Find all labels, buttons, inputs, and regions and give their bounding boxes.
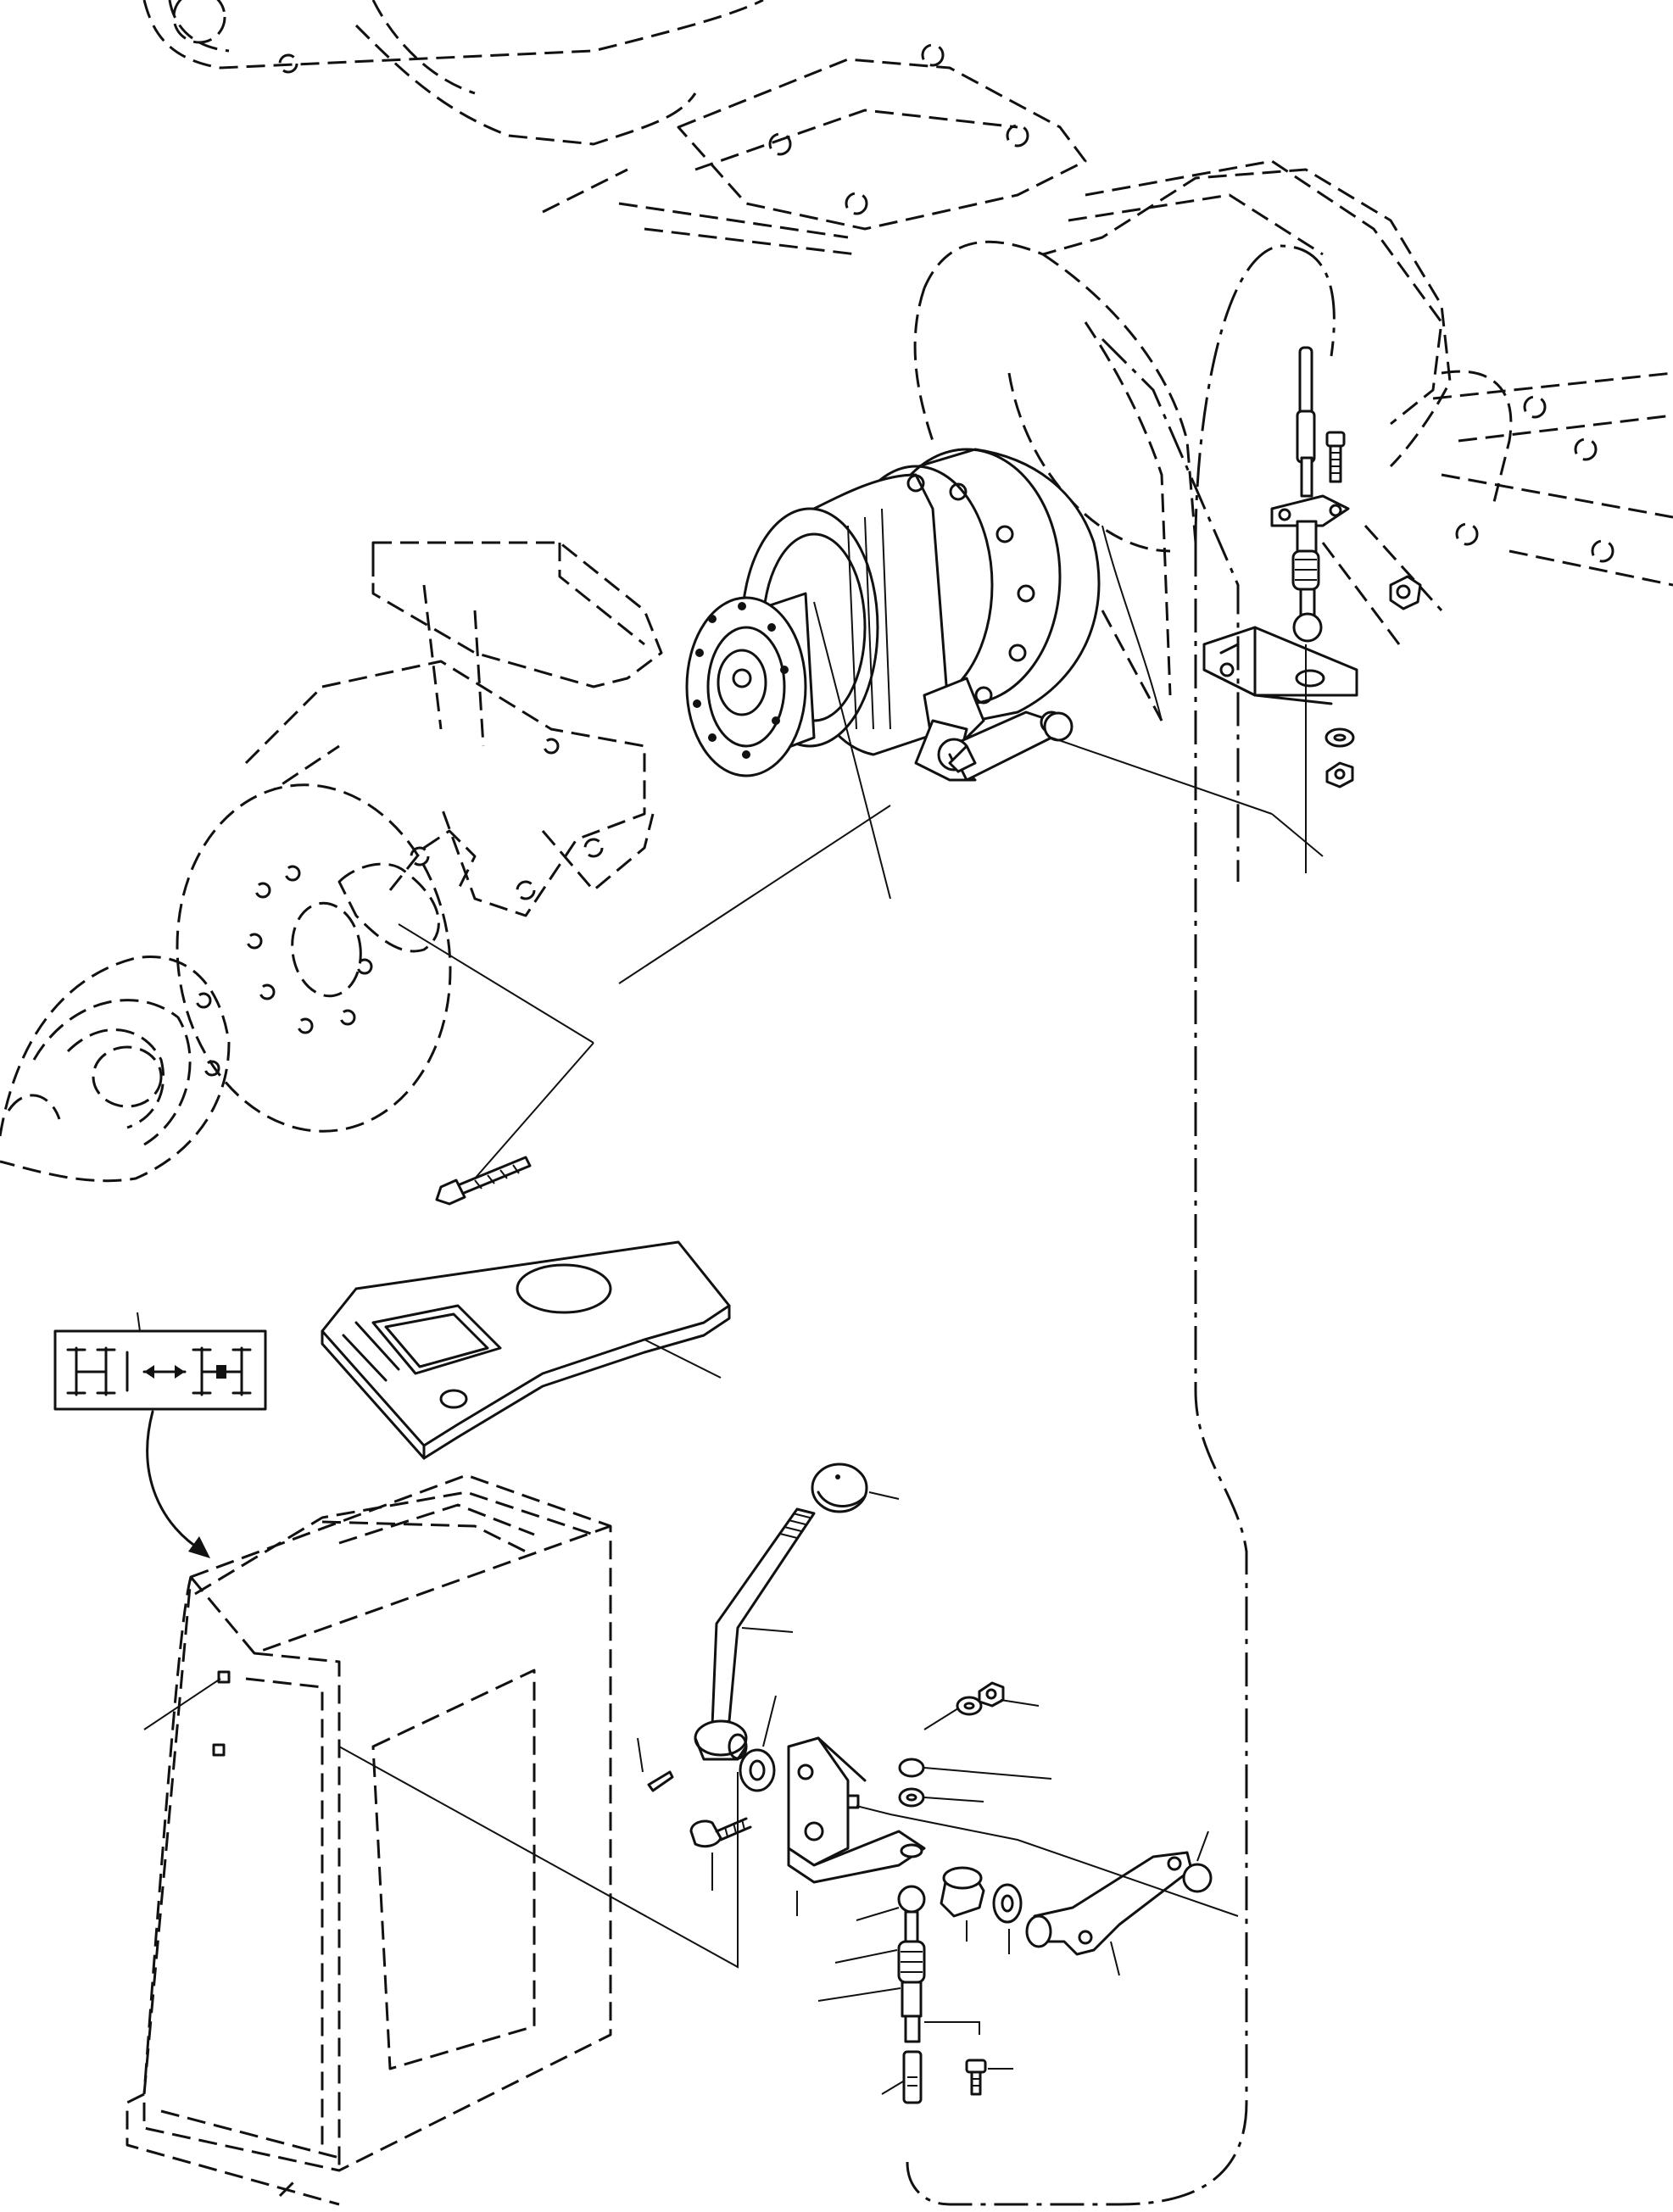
cable-screw-lower <box>965 2059 987 2096</box>
flywheel-disc <box>176 783 477 1133</box>
spacer-leader <box>923 1767 1052 1802</box>
pivot-nut <box>978 1681 1005 1708</box>
bracket-screw <box>689 1817 752 1848</box>
cable-screw-upper <box>1325 431 1346 483</box>
lever-leader <box>741 1627 794 1633</box>
lever-knob <box>811 1463 868 1513</box>
cover-plate <box>321 1240 731 1460</box>
pivot-washer <box>956 1696 983 1716</box>
pin-leader <box>637 1737 644 1773</box>
lever-washer <box>739 1748 776 1792</box>
cable-cab-routing <box>906 244 1336 2206</box>
control-console <box>125 1474 612 2206</box>
assembly-lines-upper <box>398 525 1324 1179</box>
hex-bolt <box>435 1156 532 1206</box>
shift-arm-leader <box>1110 1830 1209 1976</box>
cable-nut-upper <box>1389 575 1422 610</box>
washer-upper <box>1324 727 1355 748</box>
shift-arm <box>1025 1851 1213 1956</box>
spacer <box>898 1758 925 1808</box>
lower-cable-leaders <box>817 1907 980 2035</box>
rear-side-frame <box>237 541 663 917</box>
lever-support-bracket <box>787 1736 926 1884</box>
nut-upper <box>1325 761 1354 788</box>
bushing <box>940 1866 985 1918</box>
axle-two-wheel-drive-icon <box>66 1346 129 1396</box>
cable-bracket <box>1202 626 1358 705</box>
shaft-washer <box>992 1883 1023 1924</box>
console-leader <box>143 1678 221 1730</box>
spring-pin <box>647 1770 674 1792</box>
double-arrow-icon <box>142 1365 187 1379</box>
shift-lever <box>694 1507 816 1761</box>
engine-section <box>0 956 231 1183</box>
axle-four-wheel-drive-icon <box>192 1346 252 1396</box>
engagement-cable-upper <box>1270 346 1350 643</box>
knob-leader <box>868 1491 900 1500</box>
transfer-gearbox <box>685 448 1101 782</box>
engagement-cable-lower <box>897 1885 926 2104</box>
front-axle-housing <box>142 0 1673 645</box>
decal-arrow <box>146 1410 210 1558</box>
axle-decal <box>53 1329 267 1411</box>
cable-screw-lower-leader <box>881 2068 1013 2095</box>
console-cable-line <box>338 1746 739 1969</box>
pivot-leader <box>923 1699 1040 1730</box>
cover-plate-leader <box>644 1339 722 1379</box>
arm-assembly-line <box>856 1805 1239 1917</box>
lever-washer-leader <box>762 1695 777 1747</box>
decal-leader <box>137 1312 141 1332</box>
